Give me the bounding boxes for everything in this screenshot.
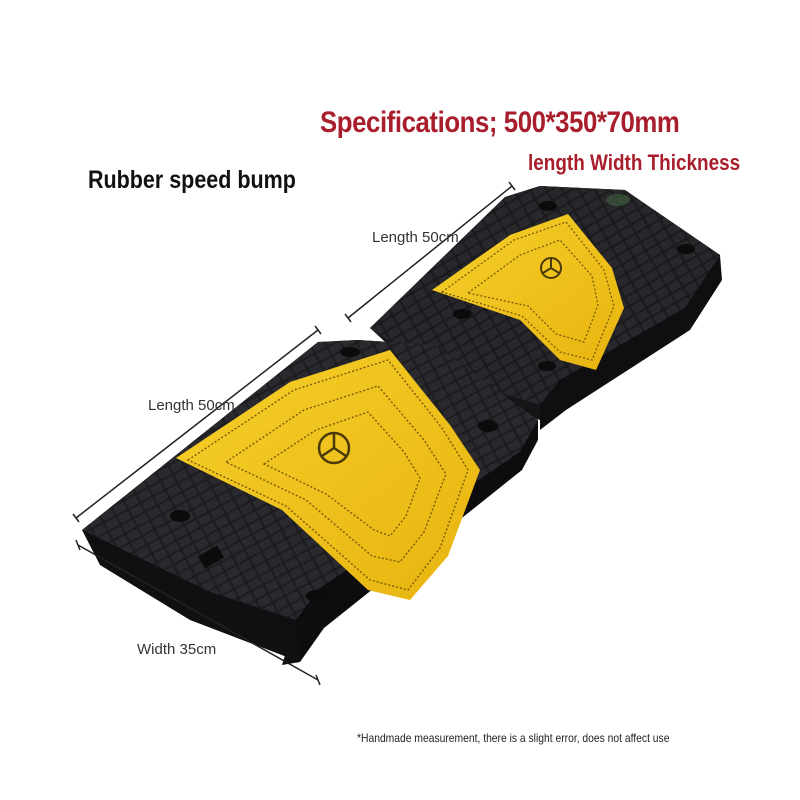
back-length-label: Length 50cm: [372, 229, 459, 246]
measurement-footnote: *Handmade measurement, there is a slight…: [357, 731, 670, 745]
front-width-line: [77, 544, 319, 681]
specifications-title: Specifications; 500*350*70mm: [320, 106, 680, 139]
front-width-label: Width 35cm: [137, 641, 217, 658]
front-speed-bump: [82, 340, 538, 665]
front-length-line: [75, 329, 319, 519]
back-length-line: [347, 185, 513, 319]
product-name: Rubber speed bump: [88, 166, 296, 194]
front-length-label: Length 50cm: [148, 397, 235, 414]
dimension-lines: [72, 181, 516, 686]
dimension-order-label: length Width Thickness: [528, 150, 741, 175]
